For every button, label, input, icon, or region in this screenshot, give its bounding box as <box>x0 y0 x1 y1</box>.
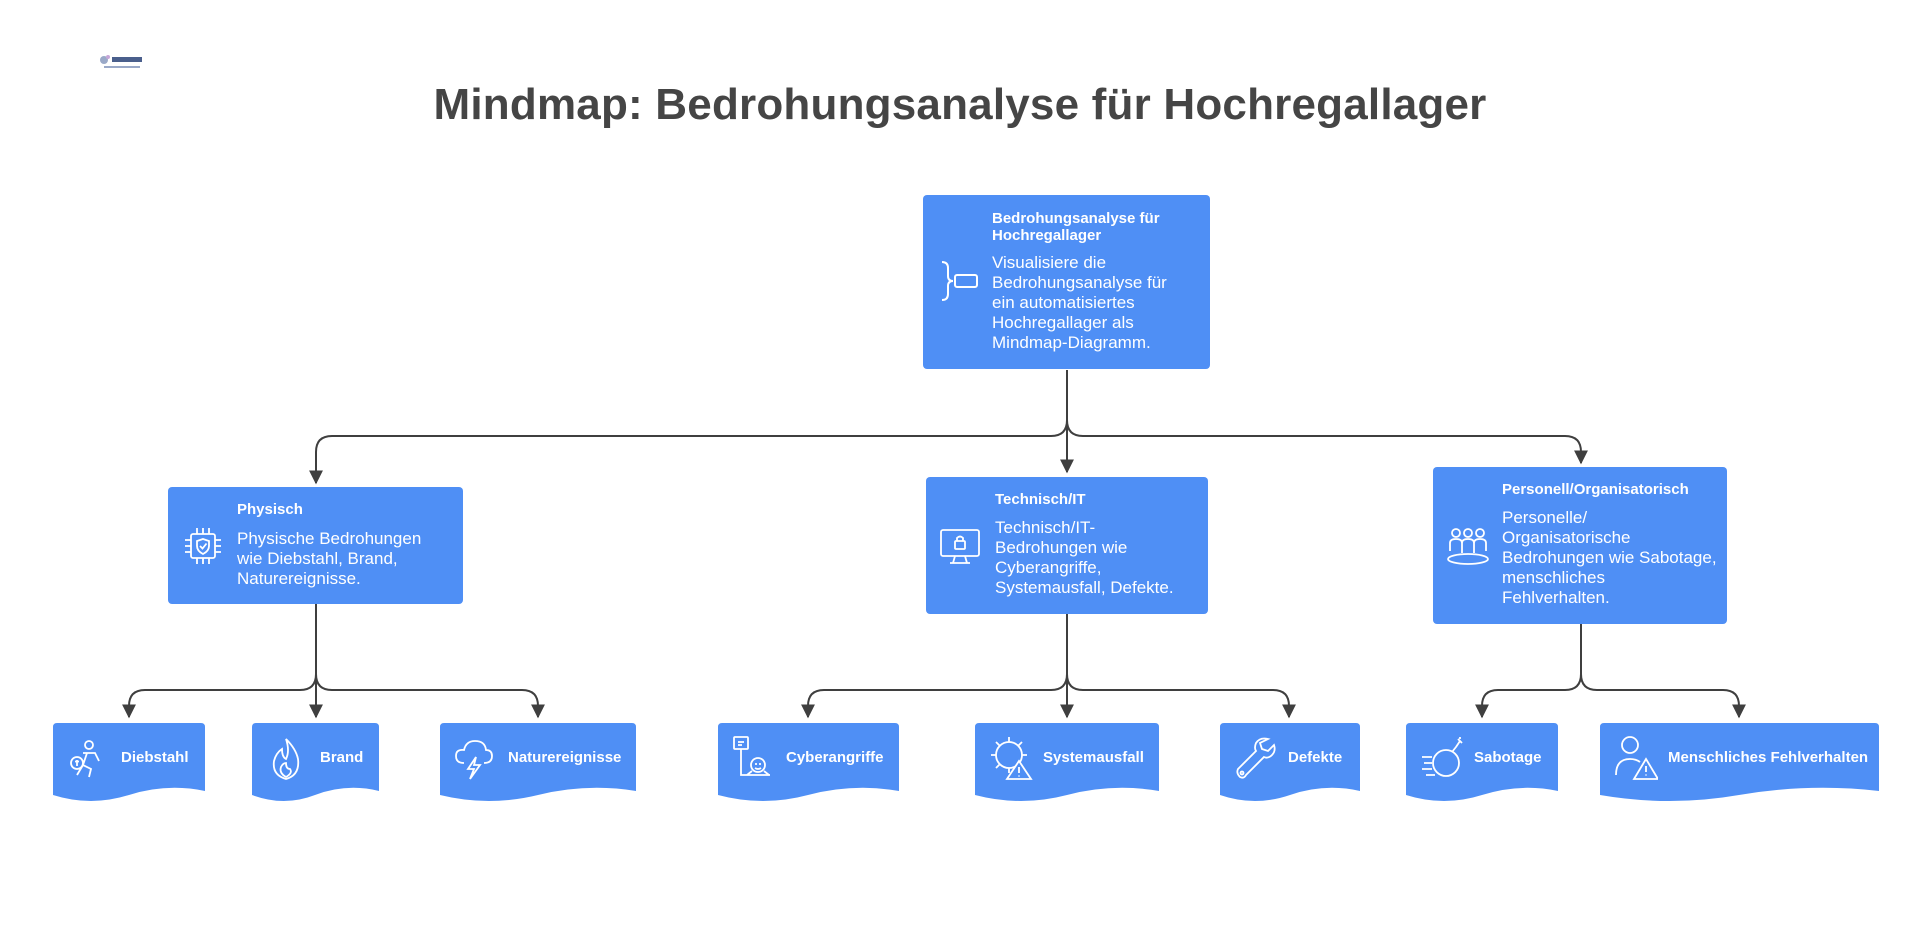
company-logo <box>100 55 142 68</box>
branch-description-physisch: Physische Bedrohungen wie Diebstahl, Bra… <box>237 529 422 588</box>
bomb-icon <box>1422 737 1463 777</box>
flame-icon <box>272 738 300 780</box>
thief-icon <box>70 740 100 778</box>
branch-node-technisch: Technisch/IT Technisch/IT-Bedrohungen wi… <box>926 477 1208 614</box>
root-node: Bedrohungsanalyse für Hochregallager Vis… <box>923 195 1210 369</box>
leaf-label-defekte: Defekte <box>1288 749 1343 766</box>
branch-description-technisch: Technisch/IT-Bedrohungen wie Cyberangrif… <box>995 518 1174 597</box>
root-description: Visualisiere die Bedrohungsanalyse für e… <box>992 253 1167 352</box>
person-warning-icon <box>1615 736 1658 780</box>
branch-title-technisch: Technisch/IT <box>995 491 1086 508</box>
leaf-diebstahl: Diebstahl <box>53 723 205 803</box>
wrench-icon <box>1236 737 1276 779</box>
branch-title-personell: Personell/Organisatorisch <box>1502 481 1689 498</box>
chip-shield-icon <box>185 528 221 564</box>
monitor-lock-icon <box>940 529 980 564</box>
branch-title-physisch: Physisch <box>237 501 303 518</box>
leaf-menschliches-fehlverhalten: Menschliches Fehlverhalten <box>1600 723 1879 803</box>
gear-warning-icon <box>991 737 1033 780</box>
storm-cloud-icon <box>455 740 493 780</box>
leaf-brand: Brand <box>252 723 379 803</box>
page-title: Mindmap: Bedrohungsanalyse für Hochregal… <box>433 80 1487 129</box>
leaf-label-cyberangriffe: Cyberangriffe <box>786 749 884 766</box>
branch-node-physisch: Physisch Physische Bedrohungen wie Diebs… <box>168 487 463 604</box>
root-title: Bedrohungsanalyse für Hochregallager <box>992 210 1160 244</box>
bracket-node-icon <box>941 261 978 301</box>
branch-node-personell: Personell/Organisatorisch Personelle/ Or… <box>1433 467 1727 624</box>
leaf-label-systemausfall: Systemausfall <box>1043 749 1144 766</box>
leaf-defekte: Defekte <box>1220 723 1360 803</box>
branch-description-personell: Personelle/ Organisatorische Bedrohungen… <box>1502 508 1717 607</box>
people-group-icon <box>1447 528 1489 565</box>
leaf-sabotage: Sabotage <box>1406 723 1558 803</box>
leaf-naturereignisse: Naturereignisse <box>440 723 636 803</box>
leaf-label-menschliches-fehlverhalten: Menschliches Fehlverhalten <box>1668 749 1869 766</box>
leaf-label-diebstahl: Diebstahl <box>121 749 189 766</box>
leaf-label-naturereignisse: Naturereignisse <box>508 749 622 766</box>
hacker-icon <box>733 736 770 776</box>
leaf-cyberangriffe: Cyberangriffe <box>718 723 899 803</box>
leaf-systemausfall: Systemausfall <box>975 723 1159 803</box>
leaf-label-brand: Brand <box>320 749 364 766</box>
leaf-label-sabotage: Sabotage <box>1474 749 1542 766</box>
